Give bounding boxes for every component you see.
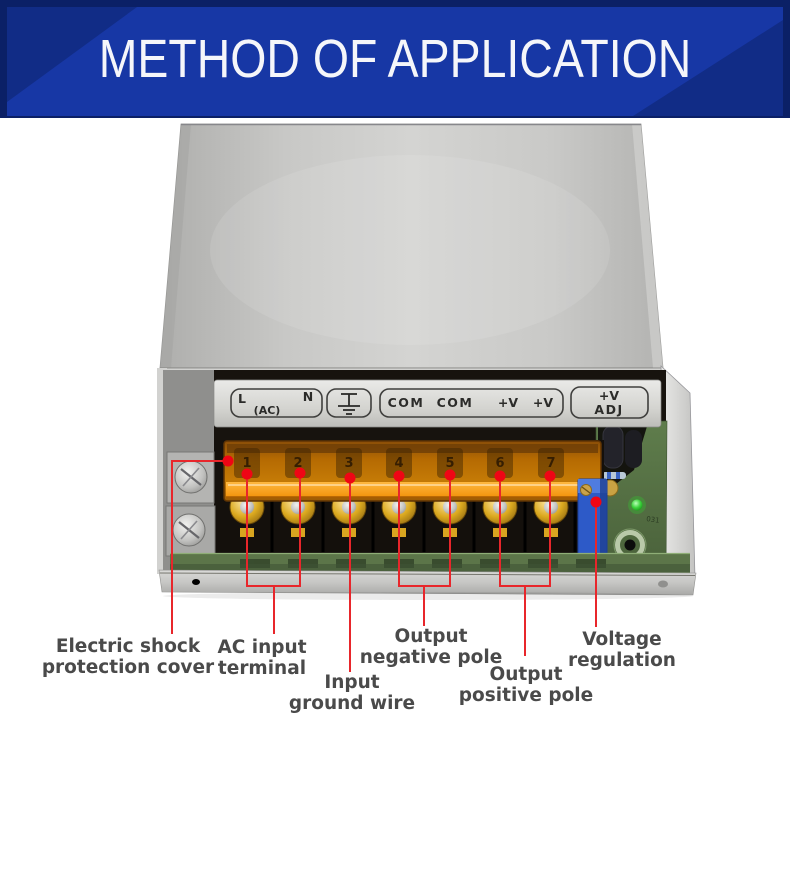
- label-line: protection cover: [41, 657, 215, 678]
- bottom-flange: [158, 569, 697, 600]
- terminal-label-strip: L (AC) N COM COM +V +V +V ADJ: [213, 379, 662, 428]
- led-indicator: [631, 499, 643, 511]
- marker-dot-terminal-4: [393, 470, 405, 482]
- terminal-numbers: 1 2 3 4 5 6 7: [242, 456, 555, 471]
- left-mount-column: [157, 368, 216, 574]
- ground-terminal-box: [326, 388, 372, 418]
- protection-cover: 1 2 3 4 5 6 7: [223, 440, 602, 502]
- label-line: positive pole: [458, 685, 594, 706]
- marker-dot-cover: [222, 455, 234, 467]
- marker-dot-terminal-2: [294, 467, 306, 479]
- label-L: L: [238, 391, 246, 406]
- label-line: Voltage: [582, 629, 662, 650]
- marker-dot-terminal-3: [344, 472, 356, 484]
- label-COM-2: COM: [437, 395, 474, 410]
- chassis-lid: [159, 123, 664, 369]
- label-plusV-1: +V: [498, 395, 518, 410]
- flange-hole: [192, 579, 200, 585]
- label-input-ground-wire: Input ground wire: [257, 672, 447, 714]
- label-line: terminal: [217, 658, 307, 679]
- resistor: [602, 472, 626, 479]
- label-AC: (AC): [254, 404, 281, 417]
- leader-electric-shock: [171, 460, 228, 634]
- banner-panel: [7, 7, 783, 116]
- marker-dot-terminal-1: [241, 468, 253, 480]
- label-line: Electric shock: [55, 636, 201, 657]
- label-output-negative-pole: Output negative pole: [336, 626, 526, 668]
- label-line: Input: [324, 672, 380, 693]
- annotation-marker-dots: [222, 455, 602, 508]
- terminal-number-2: 2: [293, 456, 302, 471]
- terminal-number-7: 7: [546, 456, 555, 471]
- label-adj-plusV: +V: [599, 388, 619, 403]
- label-plusV-2: +V: [533, 395, 553, 410]
- label-ac-input-terminal: AC input terminal: [182, 637, 342, 679]
- marker-dot-terminal-7: [544, 470, 556, 482]
- label-line: ground wire: [288, 693, 416, 714]
- terminal-number-1: 1: [242, 456, 251, 471]
- flange-hole: [658, 580, 668, 588]
- label-voltage-regulation: Voltage regulation: [527, 629, 717, 671]
- voltage-potentiometer: [577, 478, 608, 559]
- marker-dot-potentiometer: [590, 496, 602, 508]
- output-terminal-box: [379, 388, 564, 418]
- pcb-silkscreen-text: 031: [646, 515, 660, 525]
- capacitor: [602, 425, 624, 469]
- terminal-number-4: 4: [394, 456, 403, 471]
- label-line: Output: [489, 664, 563, 685]
- terminal-number-3: 3: [344, 456, 353, 471]
- label-line: AC input: [217, 637, 307, 658]
- marker-dot-terminal-6: [494, 470, 506, 482]
- ac-terminal-box: [230, 388, 323, 418]
- label-N: N: [303, 389, 313, 404]
- ground-icon: [338, 393, 360, 415]
- page-title: METHOD OF APPLICATION: [98, 29, 692, 89]
- label-adj-ADJ: ADJ: [594, 402, 623, 417]
- label-COM-1: COM: [388, 395, 425, 410]
- label-output-positive-pole: Output positive pole: [431, 664, 621, 706]
- label-electric-shock-protection-cover: Electric shock protection cover: [33, 636, 223, 678]
- title-banner: METHOD OF APPLICATION: [0, 0, 790, 118]
- marker-dot-terminal-5: [444, 469, 456, 481]
- terminal-number-5: 5: [445, 456, 454, 471]
- annotation-leader-lines: [171, 460, 597, 672]
- terminal-number-6: 6: [495, 456, 504, 471]
- label-line: Output: [394, 626, 468, 647]
- label-line: negative pole: [359, 647, 503, 668]
- adj-terminal-box: [570, 386, 649, 419]
- capacitor: [625, 430, 642, 468]
- label-line: regulation: [568, 650, 676, 671]
